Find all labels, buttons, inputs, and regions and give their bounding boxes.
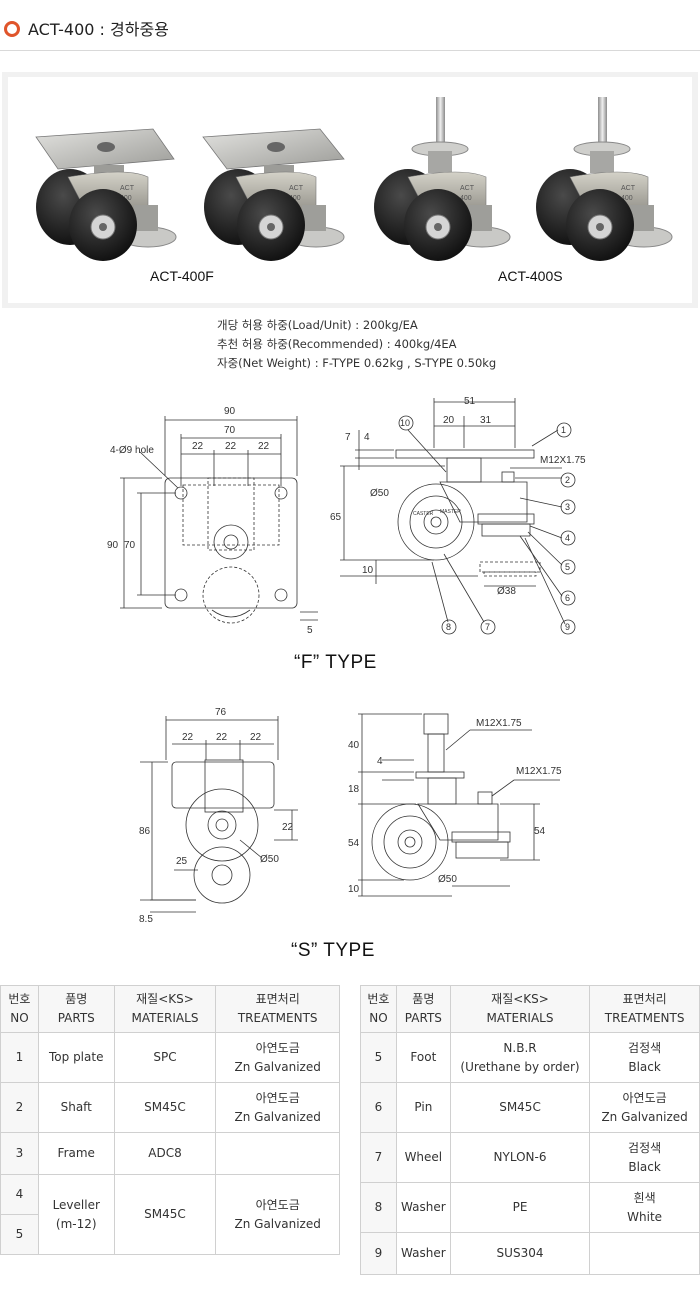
dim-s-dia50b: Ø50	[438, 874, 457, 885]
page-title: ACT-400 : 경하중용	[28, 20, 169, 39]
svg-text:ACT: ACT	[460, 185, 475, 192]
dim-s-85: 8.5	[139, 914, 153, 925]
callout-4: 4	[565, 533, 570, 543]
product-photos: ACT 400 ACT 400	[35, 97, 673, 261]
dim-f-5: 5	[307, 625, 313, 636]
dim-f-20: 20	[443, 415, 455, 426]
dim-s-22a: 22	[182, 732, 194, 743]
svg-text:400: 400	[460, 195, 472, 202]
product-photo-area: ACT 400 ACT 400	[8, 77, 692, 303]
svg-text:ACT: ACT	[289, 185, 304, 192]
caster-photo-s1: ACT 400	[374, 97, 511, 261]
svg-text:400: 400	[289, 195, 301, 202]
dim-s-54b: 54	[534, 826, 546, 837]
s-type-label: “S” TYPE	[291, 940, 375, 961]
title-bar: ACT-400 : 경하중용	[0, 0, 700, 51]
svg-text:ACT: ACT	[120, 185, 135, 192]
spec-list: 개당 허용 하중(Load/Unit) : 200kg/EA 추천 허용 하중(…	[217, 316, 496, 373]
callout-2: 2	[565, 475, 570, 485]
callout-6: 6	[565, 593, 570, 603]
f-type-label: “F” TYPE	[294, 652, 377, 673]
photo-label-f: ACT-400F	[150, 268, 214, 284]
dim-s-18: 18	[348, 784, 360, 795]
svg-text:400: 400	[621, 195, 633, 202]
callout-3: 3	[565, 502, 570, 512]
table-row: 5	[0, 1214, 340, 1255]
callout-8: 8	[446, 622, 451, 632]
svg-text:MASTER: MASTER	[440, 509, 461, 515]
dim-f-22a: 22	[192, 441, 204, 452]
spec-recommended: 추천 허용 하중(Recommended) : 400kg/4EA	[217, 337, 457, 351]
dim-s-10: 10	[348, 884, 360, 895]
dim-f-4: 4	[364, 432, 370, 443]
dim-f-7: 7	[345, 432, 351, 443]
dim-f-31: 31	[480, 415, 492, 426]
dim-f-65: 65	[330, 512, 342, 523]
spec-weight: 자중(Net Weight) : F-TYPE 0.62kg , S-TYPE …	[217, 356, 497, 370]
dim-f-51: 51	[464, 396, 476, 407]
dim-f-thread: M12X1.75	[540, 455, 586, 466]
dim-f-dia50: Ø50	[370, 488, 389, 499]
dim-f-h70: 70	[124, 540, 136, 551]
f-type-drawing: 90 70 22 22 22 90 70 4-Ø9 hole 5	[107, 396, 586, 636]
dim-s-25: 25	[176, 856, 188, 867]
callout-1: 1	[561, 425, 566, 435]
callout-5: 5	[565, 562, 570, 572]
circle-bullet-icon	[4, 21, 20, 37]
dim-f-22b: 22	[225, 441, 237, 452]
s-type-side-view	[358, 713, 560, 897]
callout-7: 7	[485, 622, 490, 632]
dim-f-22c: 22	[258, 441, 270, 452]
svg-text:CASTER: CASTER	[413, 511, 434, 517]
s-type-top-view	[140, 716, 298, 913]
dim-s-dia50: Ø50	[260, 854, 279, 865]
product-photo-panel: ACT 400 ACT 400	[2, 72, 698, 308]
caster-photo-f1: ACT 400	[35, 128, 177, 261]
table-row: 3 Frame ADC8	[0, 1132, 340, 1175]
dim-s-4: 4	[377, 756, 383, 767]
dim-f-70: 70	[224, 425, 236, 436]
dim-f-10: 10	[362, 565, 374, 576]
dim-s-40: 40	[348, 740, 360, 751]
dim-s-54a: 54	[348, 838, 360, 849]
dim-s-86: 86	[139, 826, 151, 837]
dim-f-h90: 90	[107, 540, 119, 551]
photo-label-s: ACT-400S	[498, 268, 563, 284]
dim-s-22b: 22	[216, 732, 228, 743]
f-type-callouts	[398, 415, 576, 635]
table-row: 9 Washer SUS304	[360, 1232, 700, 1275]
spec-load: 개당 허용 하중(Load/Unit) : 200kg/EA	[217, 318, 418, 332]
callout-9: 9	[565, 622, 570, 632]
dim-s-76: 76	[215, 707, 227, 718]
dim-s-thread-top: M12X1.75	[476, 718, 522, 729]
dim-s-22c: 22	[250, 732, 262, 743]
caster-photo-s2: ACT 400	[536, 97, 673, 261]
dim-s-thread-side: M12X1.75	[516, 766, 562, 777]
dim-s-22side: 22	[282, 822, 294, 833]
f-type-side-view	[340, 398, 566, 625]
callout-10: 10	[400, 418, 410, 428]
dim-f-90: 90	[224, 406, 236, 417]
dim-f-dia38: Ø38	[497, 586, 516, 597]
dim-f-holes: 4-Ø9 hole	[110, 445, 154, 456]
caster-photo-f2: ACT 400	[202, 128, 345, 261]
f-type-top-view	[120, 416, 318, 624]
svg-text:ACT: ACT	[621, 185, 636, 192]
s-type-drawing: 76 22 22 22 86 22 25 Ø50 8.5 40 4 18 54 …	[139, 707, 562, 925]
